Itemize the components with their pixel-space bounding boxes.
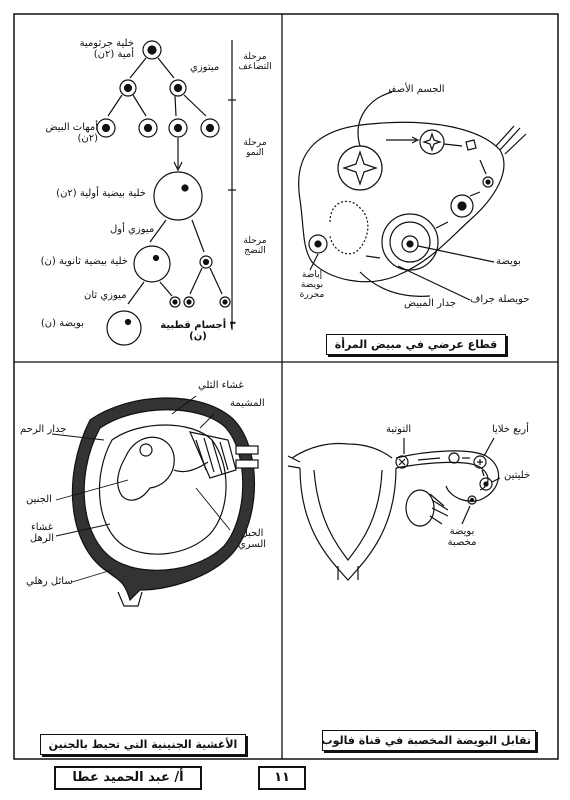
- label-morula: التوتية: [386, 424, 412, 435]
- label-graafian-follicle: حويصلة جراف: [470, 294, 530, 305]
- label-primary-oocyte: خلية بيضية أولية (٢ن): [56, 188, 146, 199]
- fallopian-tube-diagram: [287, 437, 501, 581]
- label-secondary-oocyte: خلية بيضية ثانوية (ن): [40, 256, 128, 267]
- embryo-membranes-diagram: [71, 397, 259, 607]
- label-amnion: غشاء الرهل: [29, 522, 55, 544]
- label-mitosis: ميتوزي: [190, 62, 220, 73]
- label-embryo: الجنين: [26, 494, 52, 505]
- label-primary-germ-cell: خلية جرثومية أمية (٢ن): [79, 38, 134, 60]
- label-corpus-luteum: الجسم الأصفر: [386, 84, 445, 95]
- caption-embryo: الأغشية الجنينية التي تحيط بالجنين: [40, 734, 246, 755]
- caption-ovary: قطاع عرضي في مبيض المرأة: [326, 334, 506, 355]
- label-ovum: بويضة (ن): [40, 318, 84, 329]
- label-meiosis-one: ميوزي أول: [110, 224, 155, 235]
- label-fertilized-ovum: بويضة مخصبة: [447, 526, 477, 548]
- page-frame: [13, 13, 559, 760]
- ovary-section-diagram: [298, 91, 527, 301]
- label-oogonia: أمهات البيض (٢ن): [45, 122, 99, 144]
- label-released-ovum: إباضة بويضة محررة: [299, 270, 325, 300]
- label-placenta: المشيمة: [230, 398, 265, 409]
- label-meiosis-two: ميوزي ثان: [84, 290, 127, 301]
- label-polar-bodies: ٣ أجسام قطبية (ن): [160, 320, 236, 342]
- label-four-cells: أربع خلايا: [492, 424, 529, 435]
- page-number: ١١: [258, 766, 306, 790]
- label-two-cells: خليتين: [504, 470, 531, 481]
- label-chorion: غشاء الثلي: [198, 380, 244, 391]
- label-stage-multiplication: مرحلة التضاعف: [238, 52, 272, 72]
- author-name: أ/ عبد الحميد عطا: [54, 766, 202, 790]
- caption-fallopian: تقابل البويضة المخصبة في قناة فالوب: [322, 730, 536, 751]
- label-uterus-wall: جدار الرحم: [20, 424, 67, 435]
- label-ovary-wall: جدار المبيض: [404, 298, 457, 309]
- label-ovary-ovum: بويضة: [496, 256, 521, 267]
- label-amniotic-fluid: سائل رهلي: [26, 576, 73, 587]
- label-stage-maturation: مرحلة النضج: [243, 236, 267, 256]
- oogenesis-diagram: [96, 40, 236, 346]
- label-stage-growth: مرحلة النمو: [243, 138, 267, 158]
- label-umbilical-cord: الحبل السري: [237, 528, 267, 550]
- embryo-leader-lines: [51, 395, 231, 583]
